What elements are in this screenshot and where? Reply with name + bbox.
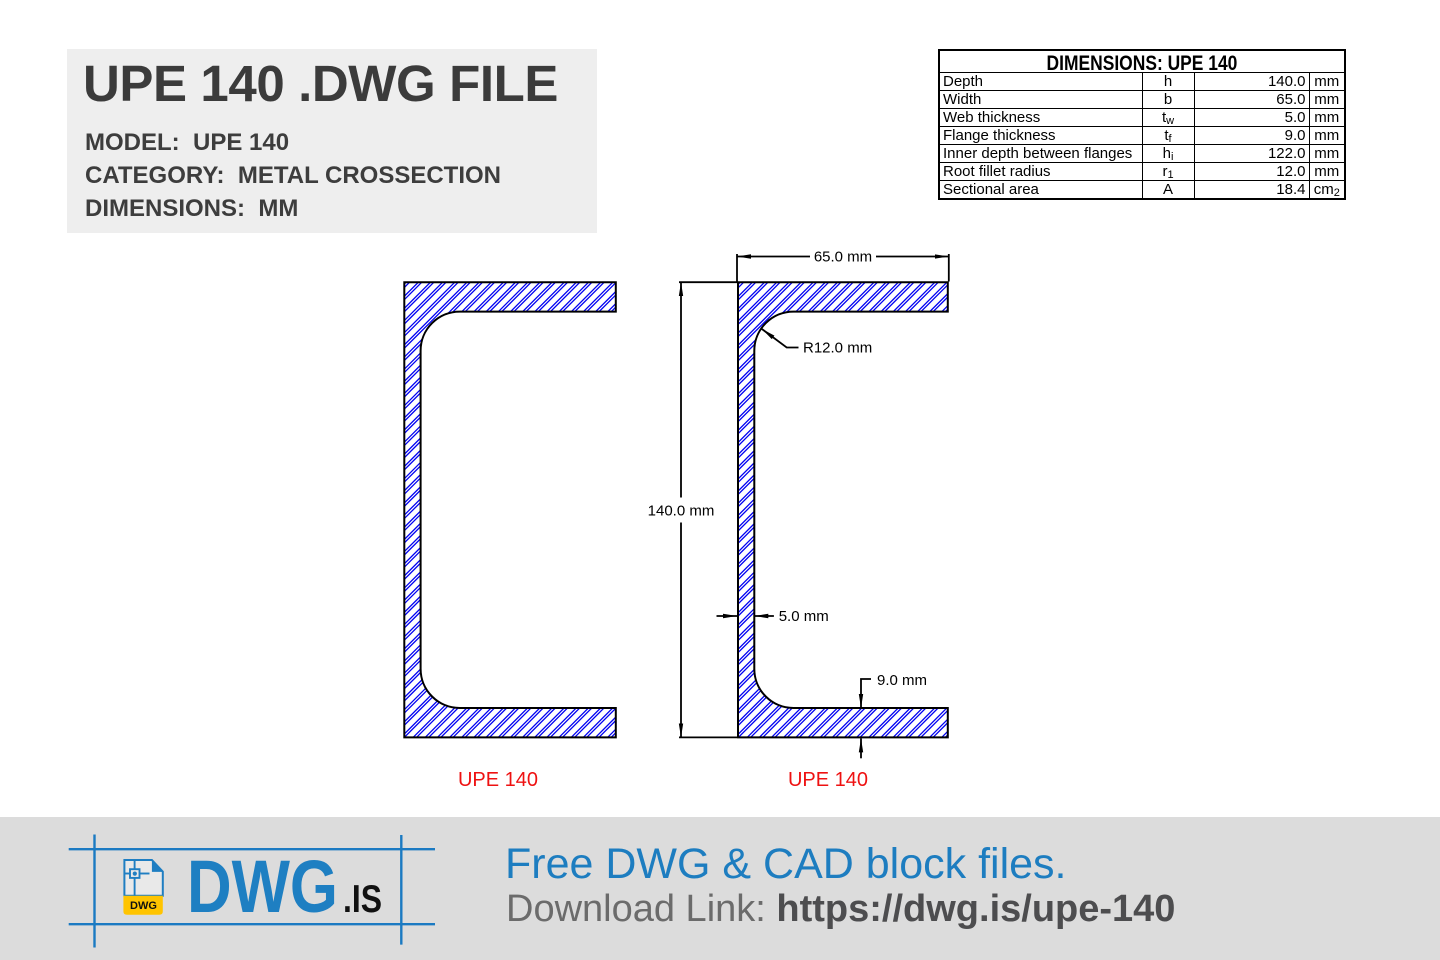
svg-text:5.0 mm: 5.0 mm: [779, 608, 829, 625]
svg-text:140.0 mm: 140.0 mm: [648, 503, 715, 520]
svg-text:R12.0 mm: R12.0 mm: [803, 340, 872, 357]
svg-text:.IS: .IS: [343, 878, 382, 921]
svg-text:9.0 mm: 9.0 mm: [877, 672, 927, 689]
svg-text:DWG: DWG: [130, 900, 157, 912]
svg-text:UPE 140: UPE 140: [788, 769, 868, 791]
svg-text:UPE 140: UPE 140: [458, 769, 538, 791]
svg-text:65.0 mm: 65.0 mm: [814, 249, 872, 266]
svg-text:DWG: DWG: [187, 845, 338, 928]
